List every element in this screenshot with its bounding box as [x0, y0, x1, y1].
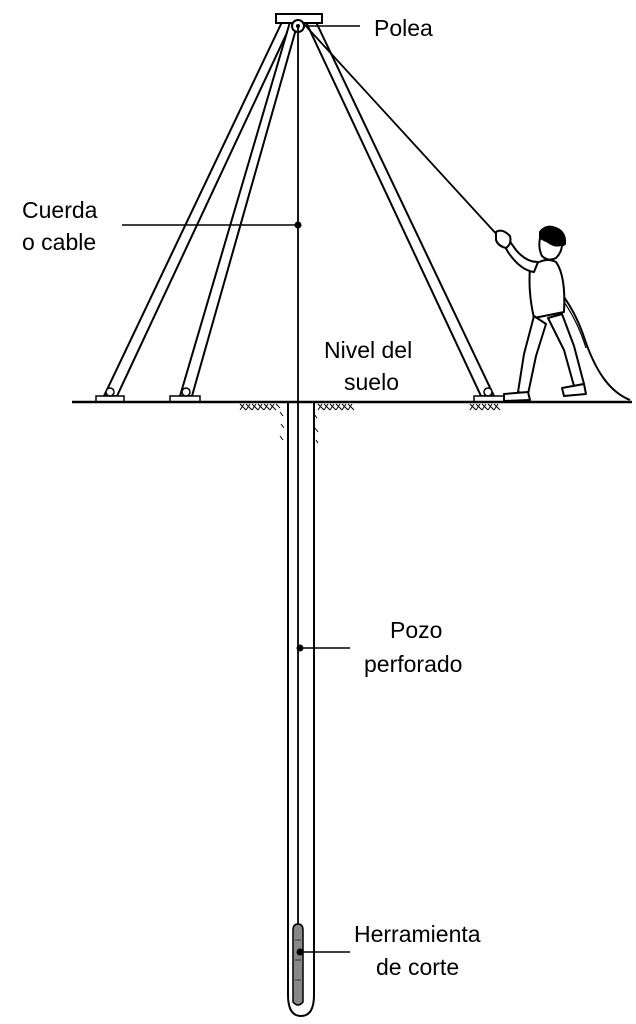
operator-leg-back — [517, 315, 547, 395]
rope-to-operator — [303, 23, 501, 239]
operator-head — [538, 237, 563, 261]
label-rope-line2: o cable — [22, 229, 96, 255]
rope — [297, 23, 631, 938]
borehole — [287, 402, 315, 1018]
operator-figure — [495, 225, 587, 402]
tool-dot — [296, 948, 304, 956]
tripod — [95, 13, 505, 403]
operator-shoe-back — [503, 391, 531, 402]
leg-foot-left — [95, 387, 125, 403]
label-ground-line2: suelo — [344, 369, 399, 395]
leg-foot-center — [169, 387, 201, 403]
cutting-tool — [292, 923, 304, 1006]
label-ground-line1: Nivel del — [324, 337, 412, 363]
label-well-line2: perforado — [364, 651, 462, 677]
labels: Polea Cuerda o cable Nivel del suelo Poz… — [22, 15, 481, 980]
label-tool-line2: de corte — [376, 954, 459, 980]
callouts — [122, 25, 360, 956]
label-pulley: Polea — [374, 15, 433, 41]
operator-hands — [495, 229, 512, 249]
label-well-line1: Pozo — [390, 617, 442, 643]
ground-level — [72, 400, 632, 444]
operator-torso — [528, 259, 566, 319]
rope-dot — [294, 221, 302, 229]
well-dot — [296, 644, 304, 652]
soil-hatching — [239, 403, 501, 444]
label-rope-line1: Cuerda — [22, 197, 98, 223]
operator-shoe-front — [561, 383, 587, 397]
label-tool-line1: Herramienta — [354, 921, 481, 947]
